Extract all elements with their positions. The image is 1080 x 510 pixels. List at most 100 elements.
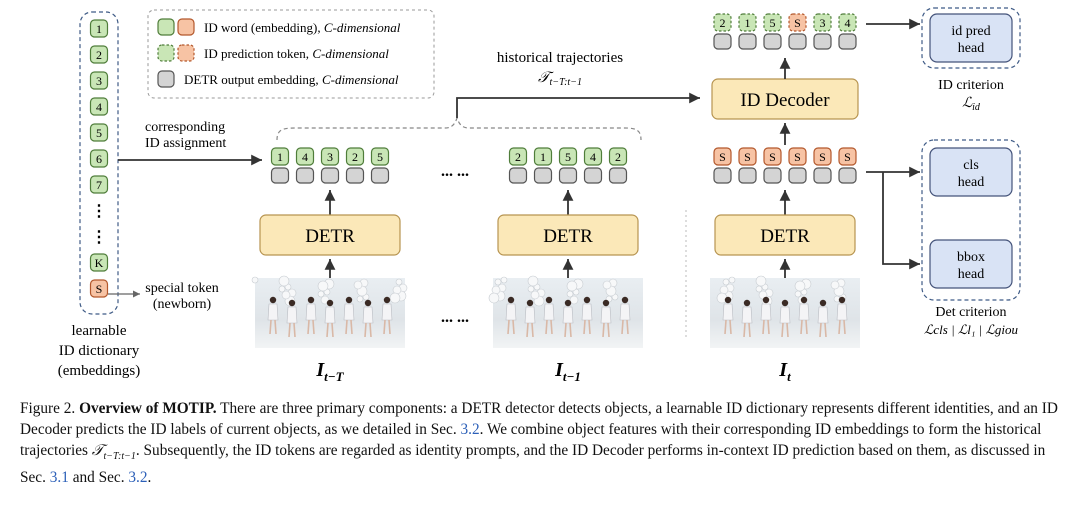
svg-text:1: 1 bbox=[277, 150, 283, 164]
special-token-label-1: special token bbox=[145, 281, 218, 296]
frame-detr-embedding bbox=[370, 167, 390, 184]
detr-label: DETR bbox=[543, 226, 593, 247]
frame-detr-embedding bbox=[608, 167, 628, 184]
frame-image bbox=[251, 275, 408, 348]
id-pred-head bbox=[929, 13, 1013, 63]
dictionary-token: 7 bbox=[89, 175, 109, 194]
frame-detr-embedding bbox=[713, 167, 732, 184]
frame-detr-embedding bbox=[763, 167, 782, 184]
svg-text:S: S bbox=[96, 282, 103, 296]
assignment-label-1: corresponding bbox=[145, 120, 225, 135]
caption-figure-number: Figure 2. bbox=[20, 400, 76, 417]
id-criterion-title: ID criterion bbox=[938, 78, 1004, 93]
caption-ref-2[interactable]: 3.1 bbox=[49, 469, 69, 487]
det-criterion-title: Det criterion bbox=[935, 305, 1006, 320]
dictionary-token: 3 bbox=[89, 71, 109, 90]
caption-ref-3[interactable]: 3.2 bbox=[128, 469, 148, 487]
decoder-detr-embedding bbox=[738, 33, 757, 50]
id-decoder-label: ID Decoder bbox=[740, 90, 830, 111]
detr-label: DETR bbox=[760, 226, 810, 247]
frame-id-token: 2 bbox=[608, 147, 628, 166]
frame-detr-embedding bbox=[813, 167, 832, 184]
frame-id-token: 1 bbox=[533, 147, 553, 166]
svg-text:S: S bbox=[769, 150, 776, 164]
svg-text:4: 4 bbox=[302, 150, 308, 164]
frame-id-token: S bbox=[813, 147, 832, 166]
frame-id-token: 1 bbox=[270, 147, 290, 166]
det-criterion-box bbox=[921, 139, 1021, 301]
frame-id-token: 3 bbox=[320, 147, 340, 166]
frame-id-token: S bbox=[838, 147, 857, 166]
frame-label: It−1 bbox=[554, 359, 581, 384]
decoder-detr-embedding bbox=[813, 33, 832, 50]
history-brace bbox=[276, 116, 642, 141]
special-token-label-2: (newborn) bbox=[153, 297, 212, 312]
frame-detr-embedding bbox=[508, 167, 528, 184]
svg-text:2: 2 bbox=[96, 48, 102, 62]
dictionary-token: 5 bbox=[89, 123, 109, 142]
svg-text:S: S bbox=[744, 150, 751, 164]
svg-text:4: 4 bbox=[96, 100, 102, 114]
svg-text:5: 5 bbox=[377, 150, 383, 164]
frame-detr-embedding bbox=[738, 167, 757, 184]
bbox-head-label-1: bbox bbox=[957, 250, 985, 265]
frame-id-token: S bbox=[713, 147, 732, 166]
decoder-detr-embedding bbox=[713, 33, 732, 50]
frame-detr-embedding bbox=[270, 167, 290, 184]
dictionary-label-2: ID dictionary bbox=[59, 343, 140, 359]
ellipsis-images: ... ... bbox=[441, 309, 469, 326]
svg-text:S: S bbox=[844, 150, 851, 164]
bbox-head-label-2: head bbox=[958, 267, 984, 282]
decoder-detr-embedding bbox=[763, 33, 782, 50]
caption-text-3: . Subsequently, the ID tokens are regard… bbox=[20, 442, 1046, 487]
svg-text:5: 5 bbox=[770, 16, 776, 30]
dictionary-token: K bbox=[89, 253, 109, 272]
dictionary-token: 1 bbox=[89, 19, 109, 38]
dictionary-label-1: learnable bbox=[72, 323, 127, 339]
svg-text:5: 5 bbox=[565, 150, 571, 164]
legend-box bbox=[147, 9, 435, 99]
caption-text-2: . We combine object features with their … bbox=[20, 421, 1042, 459]
svg-text:ID word (embedding), C-dimensi: ID word (embedding), C-dimensional bbox=[204, 20, 401, 35]
dictionary-token: 4 bbox=[89, 97, 109, 116]
frame-label: It−T bbox=[315, 359, 344, 384]
legend-id-pred: ID prediction token, C-dimensional bbox=[157, 44, 389, 62]
svg-text:2: 2 bbox=[515, 150, 521, 164]
frame-detr-embedding bbox=[788, 167, 807, 184]
svg-text:ID prediction token, C-dimensi: ID prediction token, C-dimensional bbox=[204, 46, 389, 61]
figure-caption: Figure 2. Overview of MOTIP. There are t… bbox=[20, 398, 1060, 488]
svg-text:3: 3 bbox=[327, 150, 333, 164]
frame-id-token: 5 bbox=[370, 147, 390, 166]
svg-text:1: 1 bbox=[540, 150, 546, 164]
svg-text:S: S bbox=[819, 150, 826, 164]
svg-text:S: S bbox=[794, 150, 801, 164]
svg-text:DETR output embedding, C-dimen: DETR output embedding, C-dimensional bbox=[184, 72, 399, 87]
frame-id-token: S bbox=[763, 147, 782, 166]
decoder-output-token: S bbox=[788, 13, 807, 32]
frame-detr-embedding bbox=[345, 167, 365, 184]
history-arrow bbox=[456, 92, 700, 118]
svg-text:4: 4 bbox=[845, 16, 851, 30]
frame-detr-embedding bbox=[320, 167, 340, 184]
caption-ref-1[interactable]: 3.2 bbox=[460, 421, 480, 438]
bbox-head bbox=[929, 239, 1013, 289]
svg-text:3: 3 bbox=[820, 16, 826, 30]
id-dictionary-box bbox=[79, 11, 119, 315]
svg-text:7: 7 bbox=[96, 178, 102, 192]
decoder-output-token: 2 bbox=[713, 13, 732, 32]
assignment-label-2: ID assignment bbox=[145, 136, 226, 151]
caption-title: Overview of MOTIP. bbox=[79, 400, 217, 417]
detr-box bbox=[497, 214, 639, 256]
svg-text:K: K bbox=[95, 256, 104, 270]
svg-text:2: 2 bbox=[352, 150, 358, 164]
frame-detr-embedding bbox=[533, 167, 553, 184]
cls-head bbox=[929, 147, 1013, 197]
svg-text:2: 2 bbox=[615, 150, 621, 164]
